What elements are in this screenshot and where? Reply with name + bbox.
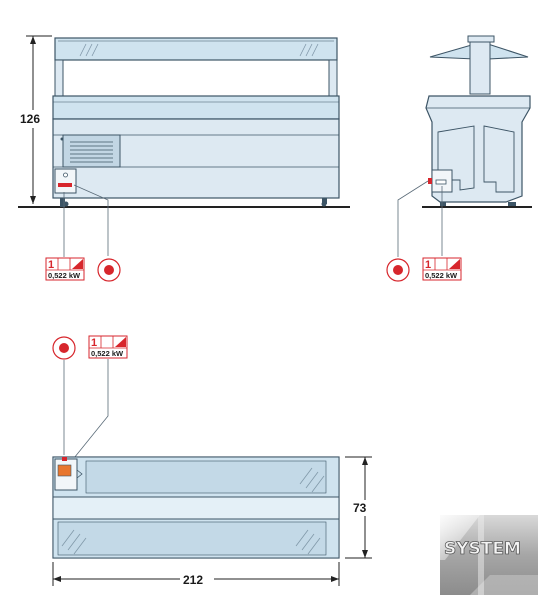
connection-symbol-1-icon (97, 258, 121, 282)
height-dimension-label: 126 (20, 112, 40, 126)
front-view: 126 (18, 35, 350, 257)
electrical-badge-1: 1 0,522 kW (45, 257, 85, 281)
badge-1-power: 0,522 kW (48, 271, 81, 280)
badge-2-power: 0,522 kW (425, 271, 458, 280)
top-view (52, 359, 340, 559)
badge-2-phase: 1 (425, 259, 431, 271)
front-middle-shelf (52, 95, 340, 120)
front-top-glass (54, 37, 338, 61)
connection-symbol-2-icon (386, 258, 410, 282)
side-view (397, 35, 532, 257)
electrical-badge-3: 1 0,522 kW (88, 335, 128, 359)
electrical-badge-2: 1 0,522 kW (422, 257, 462, 281)
side-column (469, 41, 491, 95)
badge-1-phase: 1 (48, 259, 54, 271)
logo-text: SYSTEM (444, 539, 521, 559)
badge-3-phase: 1 (91, 337, 97, 349)
connection-symbol-3-icon (52, 336, 76, 360)
width-dimension-label: 212 (183, 573, 203, 587)
badge-3-power: 0,522 kW (91, 349, 124, 358)
depth-dimension-label: 73 (353, 501, 367, 515)
system-logo: SYSTEM (440, 515, 538, 595)
